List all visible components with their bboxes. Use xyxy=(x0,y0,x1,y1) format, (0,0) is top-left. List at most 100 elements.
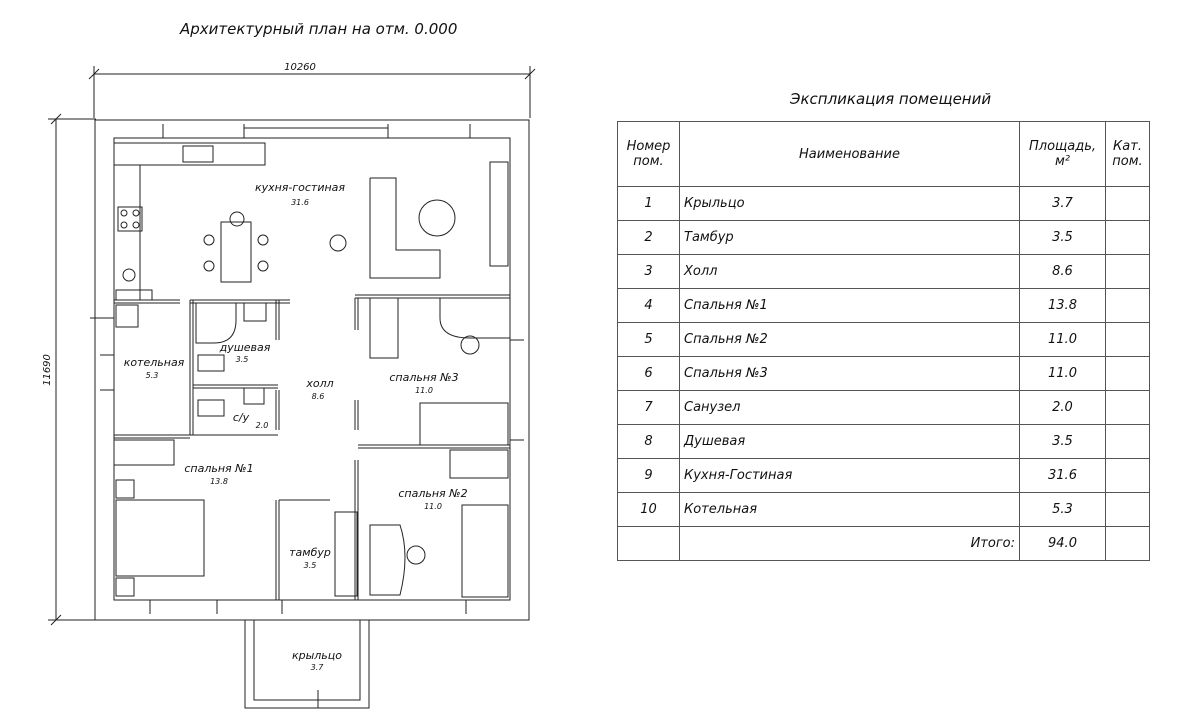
row-area: 3.7 xyxy=(1019,186,1106,221)
row-number: 9 xyxy=(617,458,680,493)
room-area: 3.7 xyxy=(311,663,325,672)
row-category xyxy=(1105,356,1150,391)
outer-walls xyxy=(94,119,530,621)
bedroom2-furniture xyxy=(369,449,509,598)
room-label: котельная xyxy=(124,356,185,369)
row-category xyxy=(1105,220,1150,255)
row-category xyxy=(1105,424,1150,459)
room-label: тамбур xyxy=(289,546,331,559)
room-area: 11.0 xyxy=(424,502,442,511)
row-area: 31.6 xyxy=(1019,458,1106,493)
explication-title: Экспликация помещений xyxy=(790,90,992,108)
row-area: 3.5 xyxy=(1019,220,1106,255)
room-label: душевая xyxy=(219,341,271,354)
total-value: 94.0 xyxy=(1019,526,1106,561)
row-category xyxy=(1105,458,1150,493)
row-name: Котельная xyxy=(679,492,1020,527)
table-row: 1 Крыльцо 3.7 xyxy=(617,186,1150,221)
room-label: кухня-гостиная xyxy=(255,181,345,194)
table-row: 4 Спальня №1 13.8 xyxy=(617,288,1150,323)
wc-fixtures xyxy=(197,387,265,417)
dining-table xyxy=(203,211,269,283)
room-labels: кухня-гостиная 31.6 котельная 5.3 душева… xyxy=(124,181,468,672)
room-area: 5.3 xyxy=(146,371,159,380)
row-name: Холл xyxy=(679,254,1020,289)
kitchen-counter xyxy=(114,142,266,300)
tv-unit xyxy=(489,161,509,267)
row-area: 2.0 xyxy=(1019,390,1106,425)
table-row: 2 Тамбур 3.5 xyxy=(617,220,1150,255)
row-category xyxy=(1105,288,1150,323)
room-label: с/у xyxy=(233,411,250,424)
row-name: Спальня №2 xyxy=(679,322,1020,357)
row-number: 3 xyxy=(617,254,680,289)
table-row: 6 Спальня №3 11.0 xyxy=(617,356,1150,391)
header-name: Наименование xyxy=(679,121,1020,187)
room-area: 8.6 xyxy=(312,392,325,401)
boiler-equipment xyxy=(90,289,153,328)
row-number: 2 xyxy=(617,220,680,255)
explication-table: Номер пом. Наименование Площадь, м² Кат.… xyxy=(617,121,1150,561)
table-row: 5 Спальня №2 11.0 xyxy=(617,322,1150,357)
row-category xyxy=(1105,186,1150,221)
row-area: 13.8 xyxy=(1019,288,1106,323)
bedroom1-furniture xyxy=(113,439,205,597)
row-area: 3.5 xyxy=(1019,424,1106,459)
table-row: 10 Котельная 5.3 xyxy=(617,492,1150,527)
row-area: 11.0 xyxy=(1019,356,1106,391)
row-name: Санузел xyxy=(679,390,1020,425)
row-area: 5.3 xyxy=(1019,492,1106,527)
total-category-cell xyxy=(1105,526,1150,561)
row-area: 8.6 xyxy=(1019,254,1106,289)
floor-plan: 10260 11690 xyxy=(42,62,536,709)
room-area: 2.0 xyxy=(256,421,269,430)
vestibule-wardrobe xyxy=(334,511,358,597)
row-name: Душевая xyxy=(679,424,1020,459)
header-area: Площадь, м² xyxy=(1019,121,1106,187)
row-name: Тамбур xyxy=(679,220,1020,255)
dimension-width: 10260 xyxy=(88,62,536,118)
row-name: Спальня №3 xyxy=(679,356,1020,391)
room-area: 3.5 xyxy=(304,561,317,570)
row-number: 10 xyxy=(617,492,680,527)
row-number: 5 xyxy=(617,322,680,357)
table-header-row: Номер пом. Наименование Площадь, м² Кат.… xyxy=(617,121,1150,187)
dim-width-label: 10260 xyxy=(284,62,316,73)
table-total-row: Итого: 94.0 xyxy=(617,526,1150,561)
room-label: спальня №3 xyxy=(389,371,458,384)
row-name: Кухня-Гостиная xyxy=(679,458,1020,493)
room-label: крыльцо xyxy=(292,649,342,662)
plan-title: Архитектурный план на отм. 0.000 xyxy=(180,20,458,38)
row-name: Крыльцо xyxy=(679,186,1020,221)
row-area: 11.0 xyxy=(1019,322,1106,357)
row-number: 7 xyxy=(617,390,680,425)
row-category xyxy=(1105,254,1150,289)
row-name: Спальня №1 xyxy=(679,288,1020,323)
total-empty-cell xyxy=(617,526,680,561)
dim-height-label: 11690 xyxy=(42,354,53,386)
header-number: Номер пом. xyxy=(617,121,680,187)
row-number: 6 xyxy=(617,356,680,391)
row-number: 8 xyxy=(617,424,680,459)
row-category xyxy=(1105,322,1150,357)
row-number: 4 xyxy=(617,288,680,323)
table-row: 9 Кухня-Гостиная 31.6 xyxy=(617,458,1150,493)
table-row: 8 Душевая 3.5 xyxy=(617,424,1150,459)
room-area: 13.8 xyxy=(210,477,228,486)
table-row: 3 Холл 8.6 xyxy=(617,254,1150,289)
total-label: Итого: xyxy=(679,526,1020,561)
table-row: 7 Санузел 2.0 xyxy=(617,390,1150,425)
room-area: 31.6 xyxy=(291,198,309,207)
armchair xyxy=(329,234,347,252)
room-label: спальня №1 xyxy=(184,462,253,475)
room-label: холл xyxy=(305,377,333,390)
room-area: 3.5 xyxy=(236,355,249,364)
row-category xyxy=(1105,492,1150,527)
bedroom3-furniture xyxy=(369,297,511,446)
dimension-height: 11690 xyxy=(42,113,96,626)
corner-sofa xyxy=(369,177,456,279)
room-area: 11.0 xyxy=(415,386,433,395)
shower-fixtures xyxy=(195,302,267,372)
porch xyxy=(244,619,370,709)
row-category xyxy=(1105,390,1150,425)
